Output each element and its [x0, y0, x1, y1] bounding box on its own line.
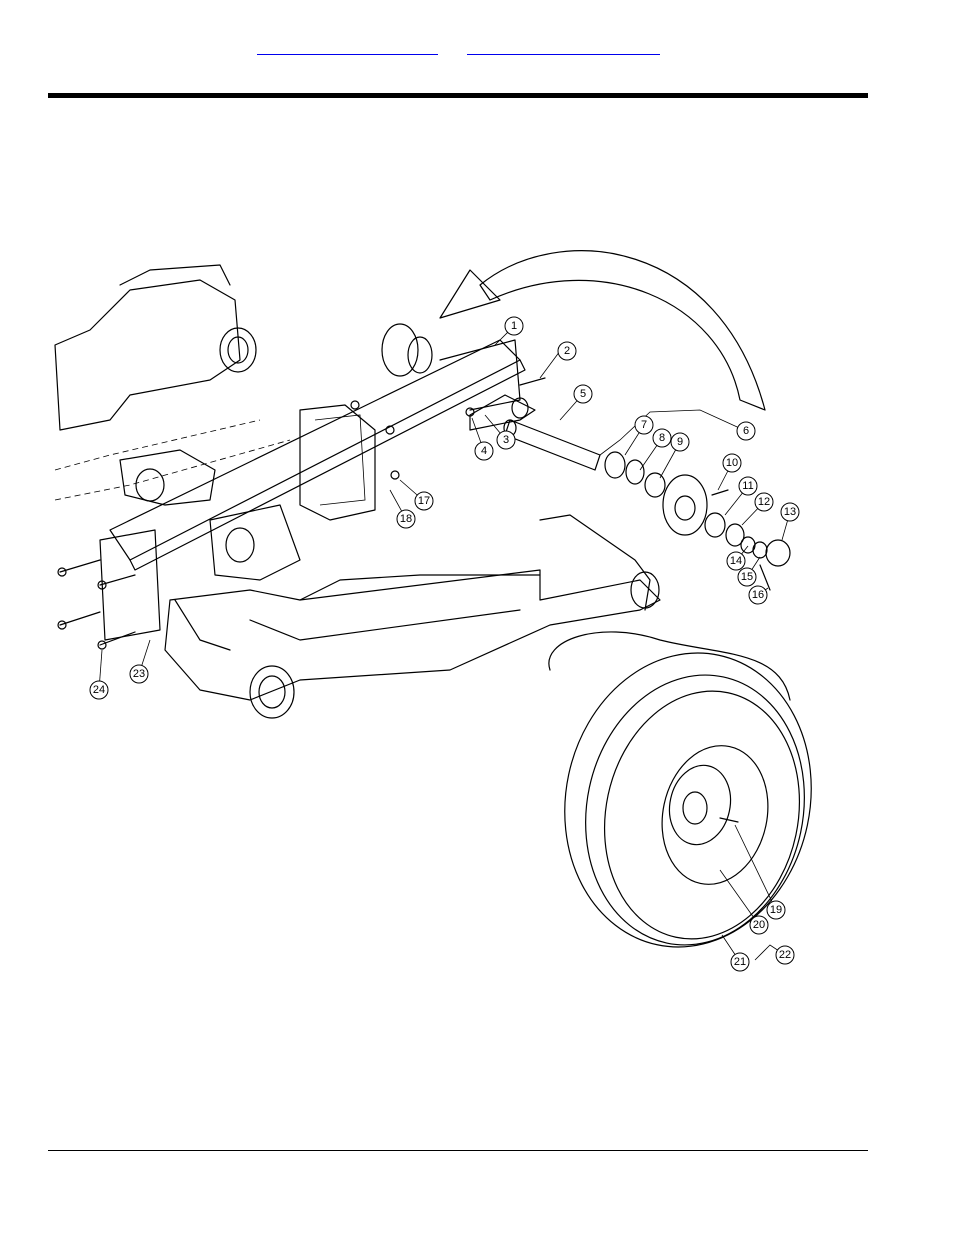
- svg-text:5: 5: [580, 388, 586, 400]
- callout-1: 1: [505, 317, 523, 335]
- bottom-rule: [48, 1150, 868, 1151]
- svg-text:4: 4: [481, 445, 487, 457]
- svg-text:3: 3: [503, 434, 509, 446]
- wheel-assembly: [538, 630, 838, 970]
- svg-text:19: 19: [770, 904, 782, 916]
- svg-text:6: 6: [743, 425, 749, 437]
- svg-text:20: 20: [753, 919, 765, 931]
- callouts: 1 2 3 4 5 6 7 8 9 10 11 12 13 14 15 16 1…: [90, 317, 799, 971]
- svg-text:22: 22: [779, 949, 791, 961]
- callout-12: 12: [755, 493, 773, 511]
- callout-6: 6: [737, 422, 755, 440]
- svg-text:23: 23: [133, 668, 145, 680]
- svg-text:1: 1: [511, 320, 517, 332]
- svg-text:11: 11: [742, 480, 753, 492]
- callout-21: 21: [731, 953, 749, 971]
- svg-text:21: 21: [734, 956, 746, 968]
- svg-text:18: 18: [400, 513, 412, 525]
- callout-19: 19: [767, 901, 785, 919]
- svg-text:12: 12: [758, 496, 770, 508]
- leader-lines: [99, 326, 790, 962]
- callout-11: 11: [739, 477, 757, 495]
- svg-text:17: 17: [418, 495, 430, 507]
- svg-text:8: 8: [659, 432, 665, 444]
- callout-7: 7: [635, 416, 653, 434]
- svg-text:13: 13: [784, 506, 796, 518]
- svg-text:9: 9: [677, 436, 683, 448]
- svg-text:15: 15: [741, 571, 753, 583]
- curved-arrow: [440, 251, 765, 410]
- svg-text:10: 10: [726, 457, 738, 469]
- svg-text:14: 14: [730, 555, 742, 567]
- callout-8: 8: [653, 429, 671, 447]
- callout-5: 5: [574, 385, 592, 403]
- frame-drawing: [55, 265, 660, 718]
- callout-15: 15: [738, 568, 756, 586]
- callout-2: 2: [558, 342, 576, 360]
- callout-13: 13: [781, 503, 799, 521]
- callout-18: 18: [397, 510, 415, 528]
- callout-9: 9: [671, 433, 689, 451]
- svg-text:2: 2: [564, 345, 570, 357]
- svg-text:7: 7: [641, 419, 647, 431]
- callout-3: 3: [497, 431, 515, 449]
- callout-20: 20: [750, 916, 768, 934]
- callout-17: 17: [415, 492, 433, 510]
- axle-hub: [382, 324, 528, 418]
- svg-text:16: 16: [752, 589, 764, 601]
- svg-text:24: 24: [93, 684, 105, 696]
- callout-16: 16: [749, 586, 767, 604]
- callout-4: 4: [475, 442, 493, 460]
- callout-24: 24: [90, 681, 108, 699]
- callout-23: 23: [130, 665, 148, 683]
- callout-22: 22: [776, 946, 794, 964]
- callout-14: 14: [727, 552, 745, 570]
- callout-10: 10: [723, 454, 741, 472]
